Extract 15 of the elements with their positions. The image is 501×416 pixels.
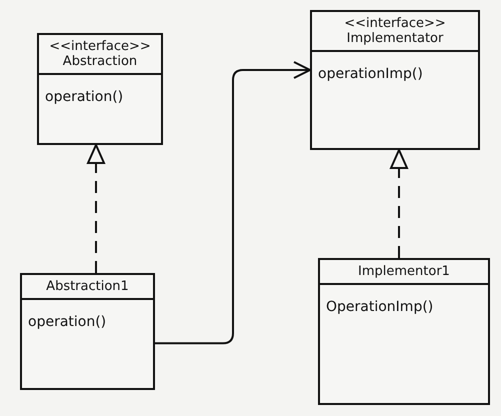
association-arrow [155,61,311,344]
realization-arrow [87,144,105,273]
class-name: Abstraction1 [46,279,129,294]
class-name: <<interface>> Abstraction [49,39,151,69]
method-name: OperationImp() [326,299,434,315]
class-box [37,33,163,145]
realization-arrow [390,149,408,258]
method-name: operation() [45,89,124,105]
class-box [20,273,155,390]
class-box [310,10,480,150]
method-name: operationImp() [318,66,423,82]
class-name: <<interface>> Implementator [344,16,446,46]
class-name: Implementor1 [358,264,450,279]
method-name: operation() [28,314,106,330]
class-box [318,258,490,405]
